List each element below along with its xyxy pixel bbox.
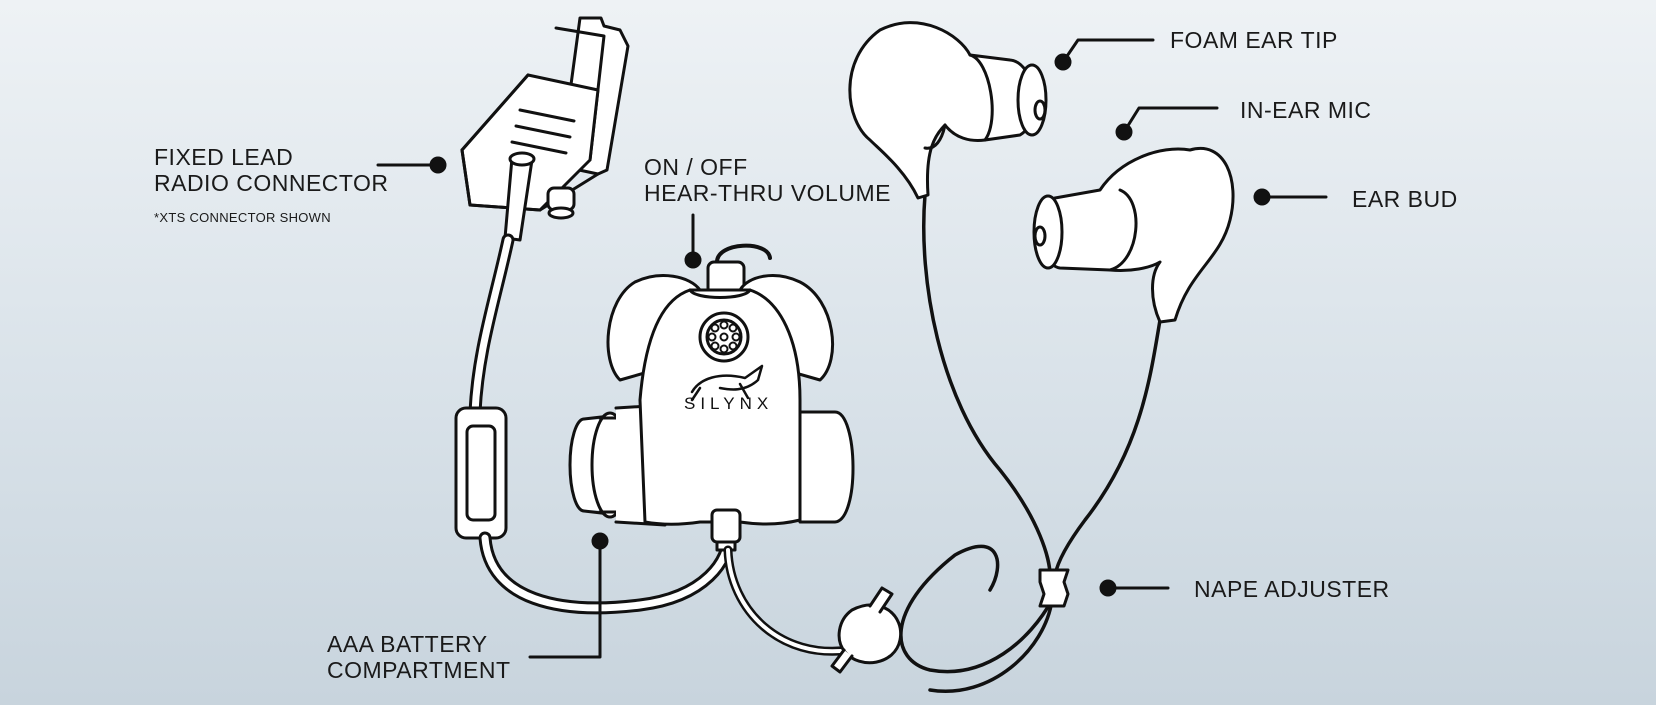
fixed-lead-label: FIXED LEAD RADIO CONNECTOR bbox=[154, 144, 389, 196]
foam-ear-tip-label: FOAM EAR TIP bbox=[1170, 27, 1338, 53]
radio-cord bbox=[454, 233, 735, 615]
control-unit bbox=[568, 243, 855, 552]
callout-dot-connector bbox=[429, 156, 447, 174]
callout-dot-volume bbox=[684, 251, 702, 269]
callout-lines bbox=[376, 38, 1328, 659]
on-off-volume-label: ON / OFF HEAR-THRU VOLUME bbox=[644, 154, 891, 206]
earphones bbox=[723, 21, 1235, 693]
callout-dot-nape bbox=[1099, 579, 1117, 597]
xts-connector-note: *XTS CONNECTOR SHOWN bbox=[154, 210, 331, 225]
battery-compartment-label: AAA BATTERY COMPARTMENT bbox=[327, 631, 511, 683]
callout-dot-foam bbox=[1054, 53, 1072, 71]
callout-dot-mic bbox=[1115, 123, 1133, 141]
nape-adjuster-label: NAPE ADJUSTER bbox=[1194, 576, 1390, 602]
in-ear-mic-label: IN-EAR MIC bbox=[1240, 97, 1372, 123]
callout-dot-battery bbox=[591, 532, 609, 550]
device-brand: SILYNX bbox=[684, 394, 774, 413]
radio-connector bbox=[460, 16, 630, 242]
callout-dot-bud bbox=[1253, 188, 1271, 206]
ear-bud-label: EAR BUD bbox=[1352, 186, 1458, 212]
